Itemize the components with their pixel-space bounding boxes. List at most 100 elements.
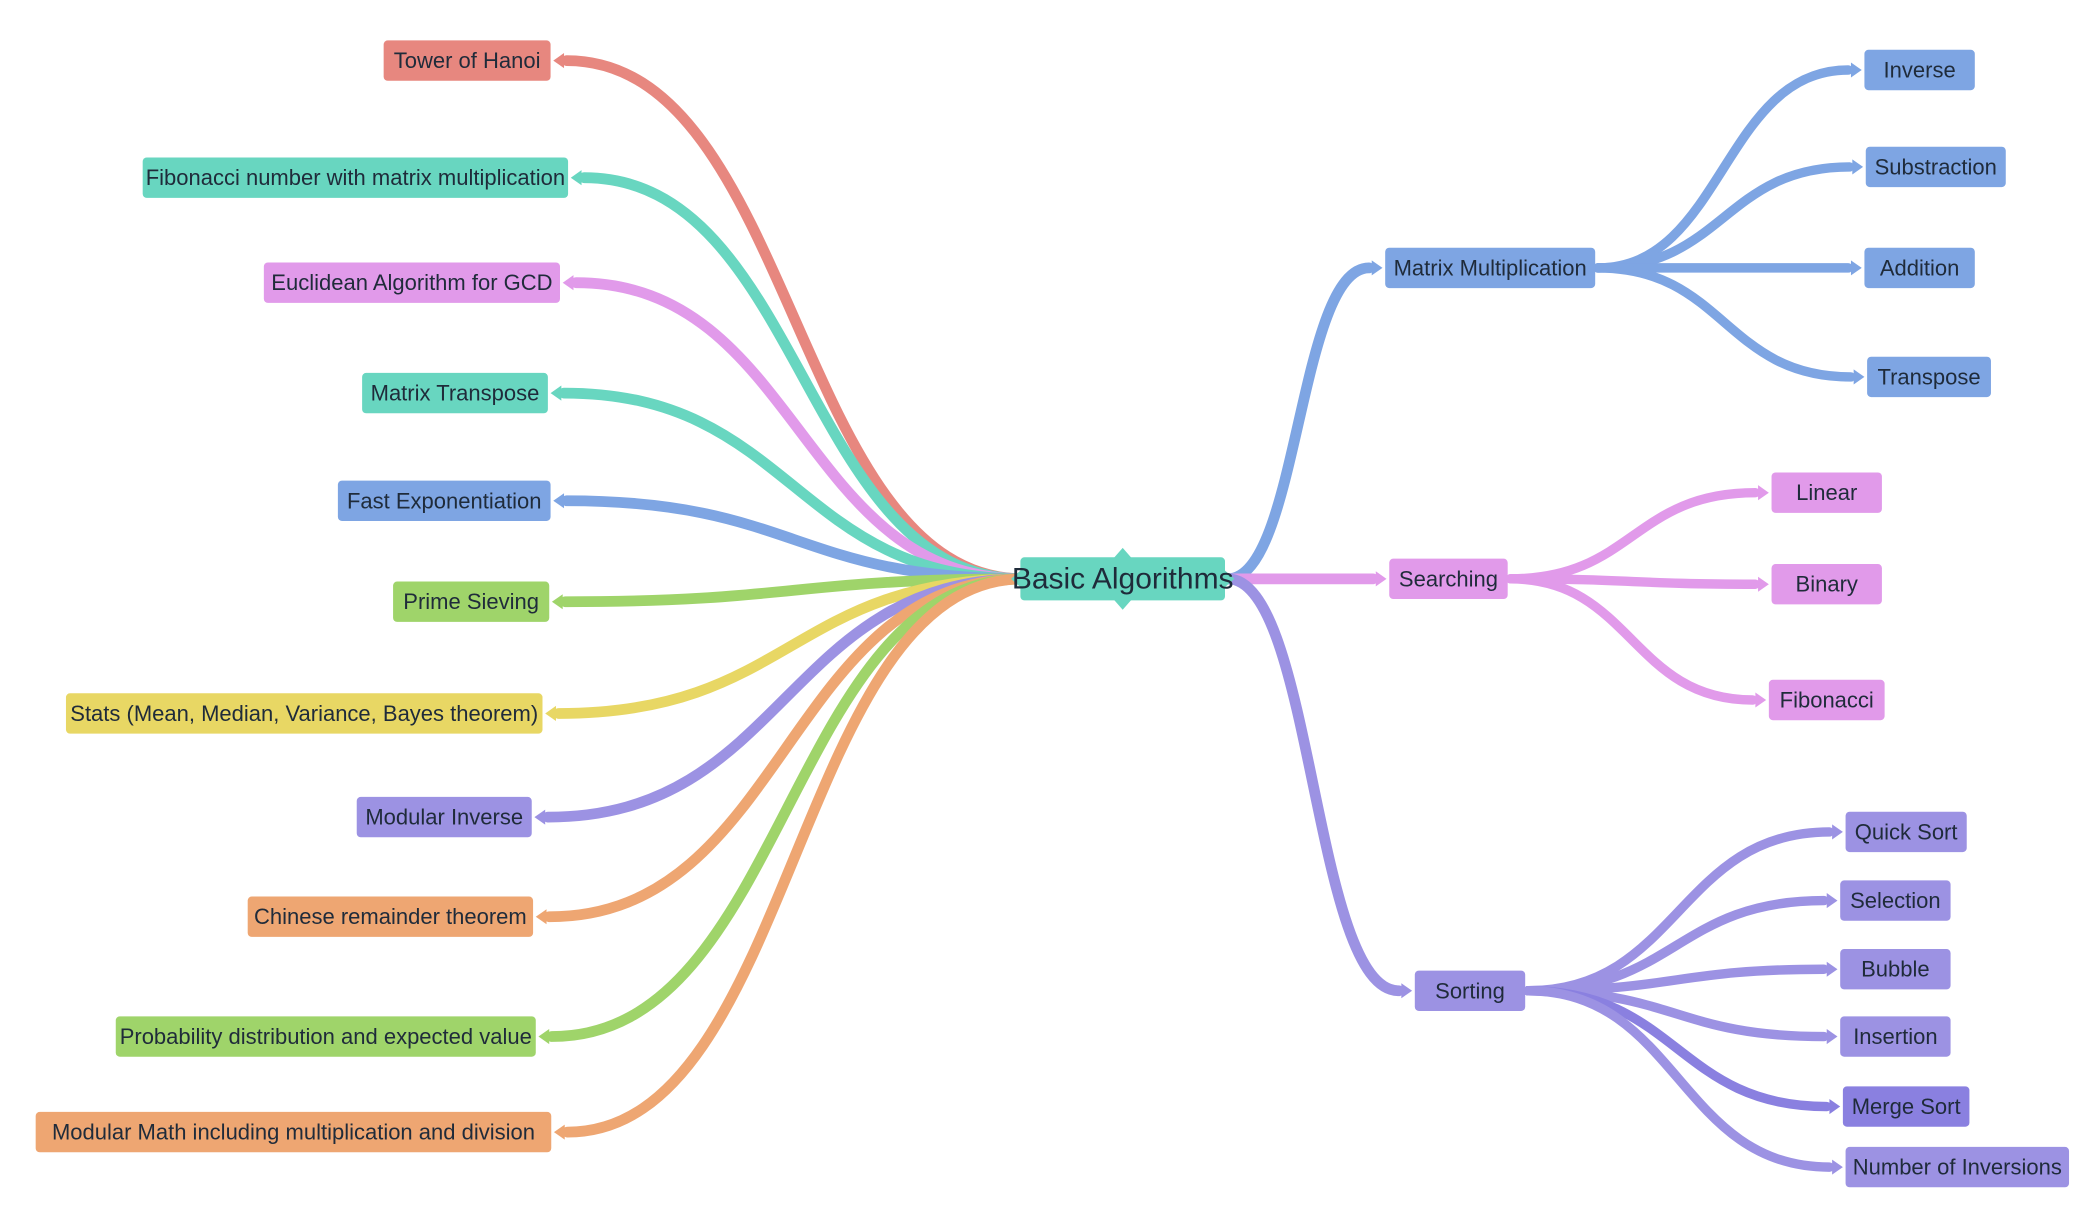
topic-prime-sieving[interactable]: Prime Sieving	[393, 581, 550, 622]
topic-modular-inverse[interactable]: Modular Inverse	[356, 796, 532, 838]
subtopic-insertion-box	[1840, 1016, 1951, 1057]
topic-fast-exponentiation[interactable]: Fast Exponentiation	[337, 480, 551, 521]
topic-stats-mean-median-variance-bayes-theorem-box	[65, 693, 543, 734]
connector-chinese-remainder-theorem	[543, 573, 1029, 923]
topic-searching-box	[1389, 558, 1508, 600]
topic-fast-exponentiation-label: Fast Exponentiation	[347, 488, 541, 513]
subtopic-bubble[interactable]: Bubble	[1840, 949, 1951, 990]
connector-fibonacci	[1505, 574, 1758, 705]
connector-arrow-bubble	[1826, 961, 1838, 977]
topic-stats-mean-median-variance-bayes-theorem-label: Stats (Mean, Median, Variance, Bayes the…	[70, 701, 538, 726]
subtopic-linear[interactable]: Linear	[1771, 472, 1882, 513]
subtopic-fibonacci-label: Fibonacci	[1780, 688, 1874, 713]
connector-arrow-fibonacci-number-with-matrix-multiplication	[570, 170, 582, 186]
subtopic-selection-label: Selection	[1850, 888, 1941, 913]
connector-arrow-matrix-multiplication	[1371, 260, 1383, 276]
subtopic-substraction[interactable]: Substraction	[1865, 146, 2006, 188]
topic-fibonacci-number-with-matrix-multiplication[interactable]: Fibonacci number with matrix multiplicat…	[142, 157, 569, 198]
topic-euclidean-algorithm-for-gcd-label: Euclidean Algorithm for GCD	[271, 270, 552, 295]
topic-sorting-label: Sorting	[1435, 978, 1505, 1003]
connector-matrix-transpose	[558, 387, 1029, 585]
topic-matrix-transpose-box	[362, 372, 548, 414]
subtopic-substraction-label: Substraction	[1875, 154, 1997, 179]
topic-searching-label: Searching	[1399, 566, 1498, 591]
connector-arrow-selection	[1826, 893, 1838, 909]
connector-arrow-tower-of-hanoi	[553, 53, 565, 69]
topic-fast-exponentiation-box	[337, 480, 551, 521]
subtopic-bubble-box	[1840, 949, 1951, 990]
connector-arrow-modular-inverse	[534, 809, 546, 825]
root-top-tip	[1113, 547, 1133, 559]
topic-fibonacci-number-with-matrix-multiplication-label: Fibonacci number with matrix multiplicat…	[146, 165, 565, 190]
subtopic-linear-label: Linear	[1796, 480, 1857, 505]
connector-arrow-inverse	[1850, 62, 1862, 78]
subtopic-insertion-label: Insertion	[1853, 1024, 1937, 1049]
topic-euclidean-algorithm-for-gcd[interactable]: Euclidean Algorithm for GCD	[263, 262, 560, 303]
subtopic-fibonacci[interactable]: Fibonacci	[1768, 679, 1885, 721]
topic-modular-math-including-multiplication-and-division-label: Modular Math including multiplication an…	[52, 1120, 535, 1145]
topic-modular-math-including-multiplication-and-division[interactable]: Modular Math including multiplication an…	[35, 1111, 552, 1153]
subtopic-transpose-box	[1867, 356, 1991, 398]
root-node[interactable]: Basic Algorithms	[1010, 547, 1235, 610]
subtopic-merge-sort-box	[1842, 1086, 1970, 1127]
topic-sorting-box	[1414, 970, 1526, 1011]
topic-probability-distribution-and-expected-value[interactable]: Probability distribution and expected va…	[115, 1016, 536, 1057]
subtopic-binary-box	[1771, 564, 1882, 605]
connector-arrow-binary	[1758, 576, 1769, 592]
topic-modular-inverse-label: Modular Inverse	[365, 805, 523, 830]
topic-matrix-multiplication[interactable]: Matrix Multiplication	[1385, 247, 1596, 289]
subtopic-number-of-inversions-label: Number of Inversions	[1853, 1155, 2062, 1180]
connector-arrow-modular-math-including-multiplication-and-division	[553, 1124, 565, 1140]
topic-sorting[interactable]: Sorting	[1414, 970, 1526, 1011]
connector-arrow-fast-exponentiation	[553, 493, 565, 509]
subtopic-number-of-inversions-box	[1845, 1146, 2070, 1188]
subtopic-binary[interactable]: Binary	[1771, 564, 1882, 605]
subtopic-quick-sort[interactable]: Quick Sort	[1845, 811, 1967, 853]
topic-searching[interactable]: Searching	[1389, 558, 1508, 600]
connector-inverse	[1593, 65, 1853, 273]
connector-transpose	[1593, 263, 1856, 382]
subtopic-inverse[interactable]: Inverse	[1864, 49, 1975, 91]
topic-tower-of-hanoi[interactable]: Tower of Hanoi	[383, 40, 551, 81]
connector-matrix-multiplication	[1222, 262, 1375, 585]
connector-binary	[1505, 574, 1761, 589]
topic-modular-inverse-box	[356, 796, 532, 838]
subtopic-merge-sort[interactable]: Merge Sort	[1842, 1086, 1970, 1127]
subtopic-addition[interactable]: Addition	[1864, 247, 1975, 289]
subtopic-selection-box	[1840, 880, 1951, 921]
connector-arrow-insertion	[1826, 1029, 1838, 1045]
topic-modular-math-including-multiplication-and-division-box	[35, 1111, 552, 1153]
topic-prime-sieving-box	[393, 581, 550, 622]
subtopic-number-of-inversions[interactable]: Number of Inversions	[1845, 1146, 2070, 1188]
connector-number-of-inversions	[1523, 986, 1835, 1172]
root-bottom-tip	[1113, 599, 1133, 610]
topic-stats-mean-median-variance-bayes-theorem[interactable]: Stats (Mean, Median, Variance, Bayes the…	[65, 693, 543, 734]
subtopic-merge-sort-label: Merge Sort	[1852, 1094, 1961, 1119]
connector-arrow-linear	[1758, 485, 1769, 501]
topic-euclidean-algorithm-for-gcd-box	[263, 262, 560, 303]
subtopic-quick-sort-box	[1845, 811, 1967, 853]
topic-chinese-remainder-theorem[interactable]: Chinese remainder theorem	[247, 896, 534, 937]
subtopic-transpose[interactable]: Transpose	[1867, 356, 1991, 398]
connector-arrow-searching	[1375, 571, 1387, 587]
subtopic-inverse-label: Inverse	[1884, 58, 1956, 83]
subtopic-selection[interactable]: Selection	[1840, 880, 1951, 921]
topic-tower-of-hanoi-box	[383, 40, 551, 81]
topic-probability-distribution-and-expected-value-label: Probability distribution and expected va…	[120, 1024, 532, 1049]
connector-fibonacci-number-with-matrix-multiplication	[578, 172, 1029, 585]
topic-probability-distribution-and-expected-value-box	[115, 1016, 536, 1057]
topic-matrix-transpose[interactable]: Matrix Transpose	[362, 372, 548, 414]
connector-arrow-sorting	[1401, 983, 1413, 999]
subtopic-insertion[interactable]: Insertion	[1840, 1016, 1951, 1057]
connector-arrow-euclidean-algorithm-for-gcd	[562, 275, 574, 291]
connector-prime-sieving	[560, 573, 1029, 608]
connector-modular-inverse	[542, 573, 1029, 823]
subtopic-addition-label: Addition	[1880, 255, 1960, 280]
root-node-label: Basic Algorithms	[1012, 562, 1234, 595]
connector-linear	[1505, 487, 1761, 584]
root-right-tip	[1223, 569, 1235, 589]
connector-modular-math-including-multiplication-and-division	[562, 573, 1029, 1138]
connector-merge-sort	[1523, 986, 1832, 1112]
subtopic-bubble-label: Bubble	[1861, 957, 1930, 982]
